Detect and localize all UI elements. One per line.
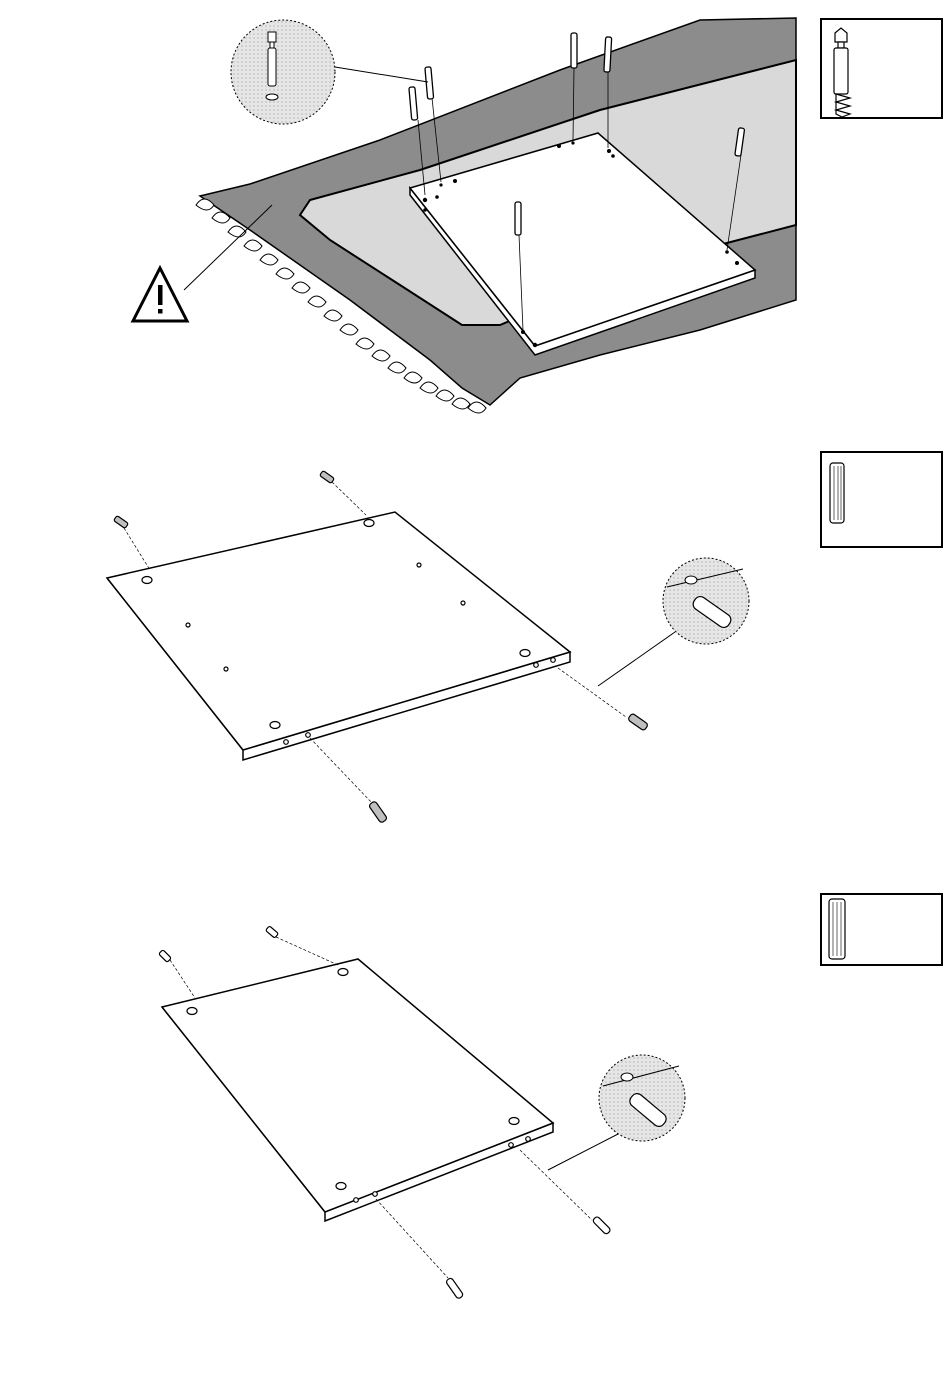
dowel-3-1 <box>159 950 195 998</box>
part-box-cam-bolt <box>821 19 942 118</box>
part-box-dowel-2 <box>821 894 942 965</box>
dowel-detail-magnifier-2 <box>598 558 749 686</box>
dowel-3-2 <box>265 926 338 965</box>
step-3 <box>159 894 942 1299</box>
dowel-3-4 <box>376 1199 464 1299</box>
step-2 <box>107 452 942 823</box>
step-1 <box>133 18 942 413</box>
dowel-2-4 <box>310 738 388 823</box>
panel-step-2 <box>107 512 570 750</box>
dowel-3-3 <box>520 1150 611 1235</box>
cam-bolt-detail-magnifier <box>231 20 428 124</box>
wooden-dowel-icon <box>830 463 844 523</box>
dowel-2-3 <box>558 668 648 731</box>
dowel-2-2 <box>320 471 366 515</box>
dowel-2-1 <box>114 516 150 570</box>
dowel-detail-magnifier-3 <box>548 1055 685 1170</box>
wooden-dowel-icon <box>829 899 845 959</box>
panel-step-3 <box>162 959 553 1212</box>
part-box-dowel-1 <box>821 452 942 547</box>
